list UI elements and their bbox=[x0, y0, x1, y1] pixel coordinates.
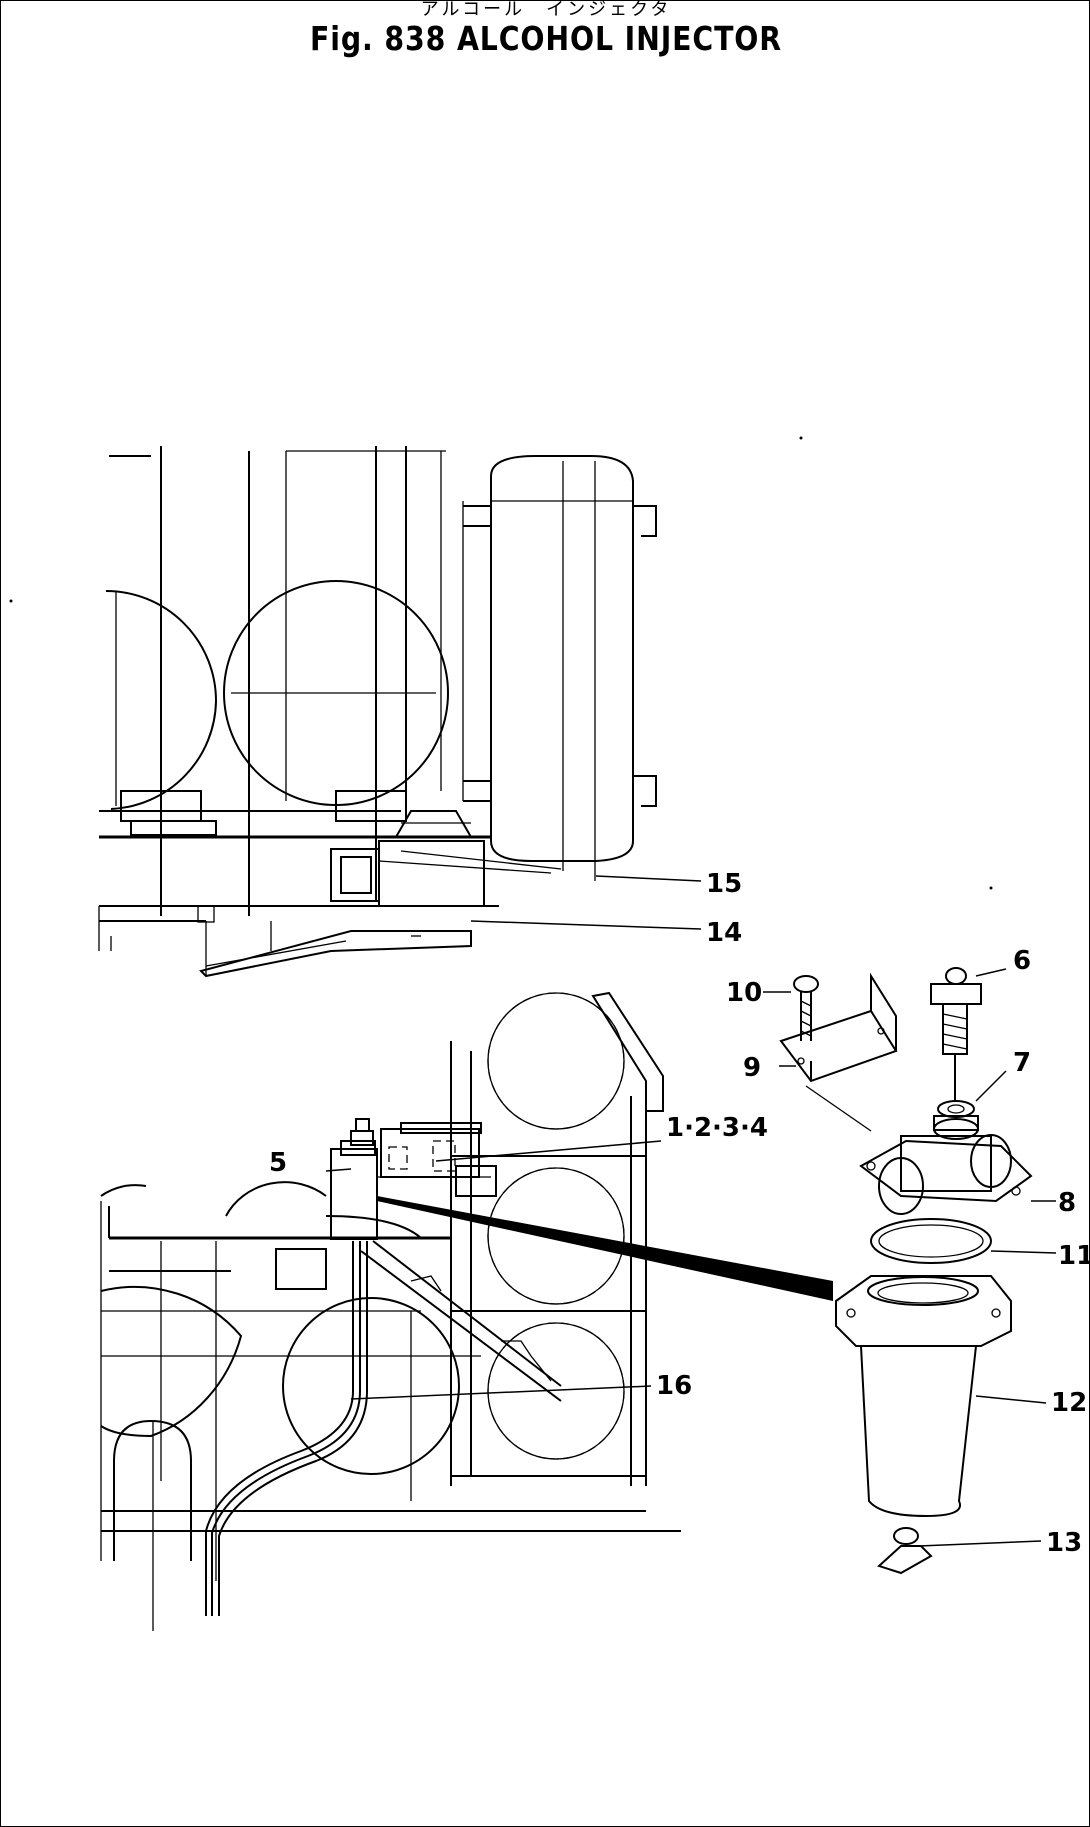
callout-11: 11 bbox=[1058, 1241, 1089, 1271]
callout-13: 13 bbox=[1046, 1528, 1082, 1558]
figure-title: Fig. 838 ALCOHOL INJECTOR bbox=[310, 19, 782, 58]
filter-exploded-view bbox=[763, 967, 1057, 1575]
callout-6: 6 bbox=[1013, 946, 1031, 976]
callout-10: 10 bbox=[726, 978, 762, 1008]
callout-14: 14 bbox=[706, 918, 742, 948]
callout-12: 12 bbox=[1051, 1388, 1087, 1418]
callout-8: 8 bbox=[1058, 1188, 1076, 1218]
callout-15: 15 bbox=[706, 869, 742, 899]
callout-7: 7 bbox=[1013, 1048, 1031, 1078]
callout-16: 16 bbox=[656, 1371, 692, 1401]
lower-assembly-view bbox=[100, 991, 833, 1631]
callout-1234: 1·2·3·4 bbox=[666, 1113, 768, 1143]
upper-assembly-view bbox=[98, 446, 702, 978]
figure-title-japanese: アルコール インジェクタ bbox=[420, 0, 672, 20]
callout-9: 9 bbox=[743, 1053, 761, 1083]
callout-5: 5 bbox=[269, 1148, 287, 1178]
